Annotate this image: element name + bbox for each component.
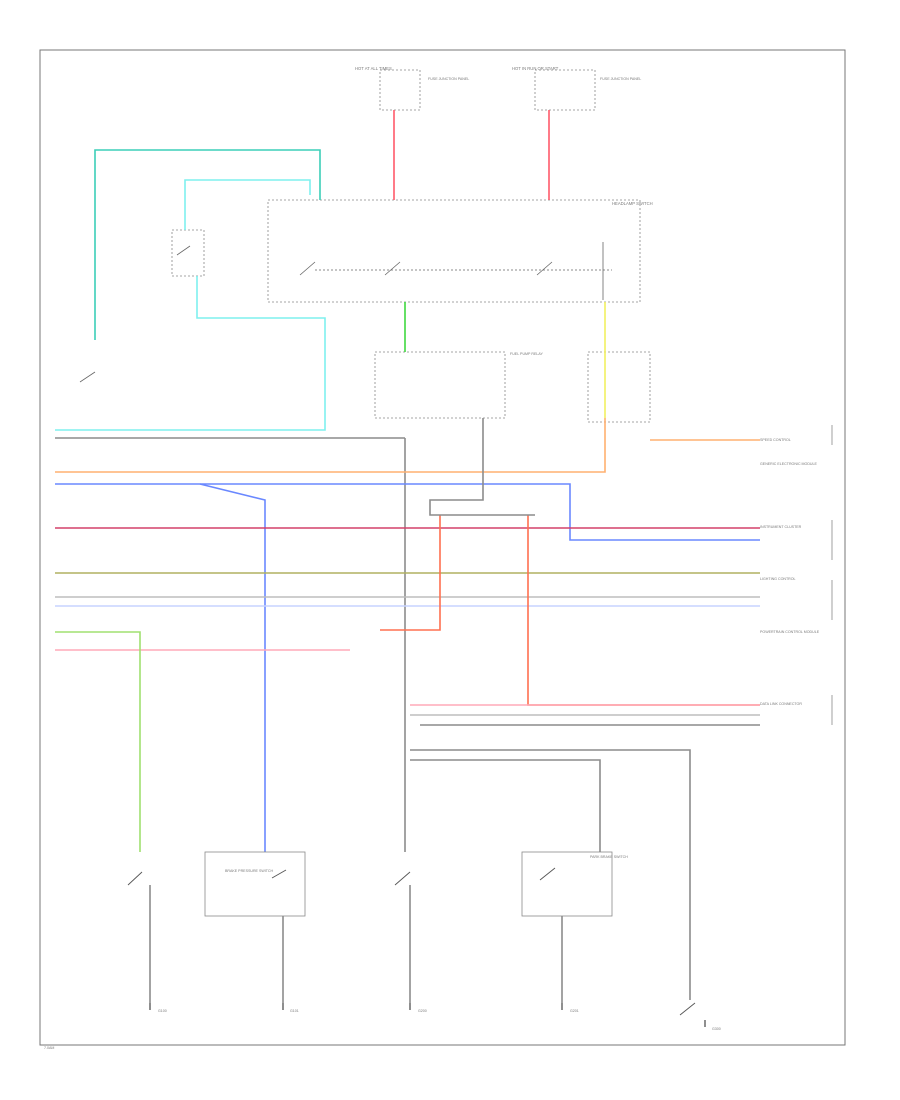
- ground-label-5: G300: [712, 1027, 721, 1031]
- fuse-label-2: HOT IN RUN OR START: [512, 66, 559, 71]
- ground-label-4: G201: [570, 1009, 579, 1013]
- right-label-1: SPEED CONTROL: [760, 438, 791, 442]
- wires: [55, 110, 760, 1003]
- park-switch-box: [521, 851, 613, 917]
- ground-label-1: G100: [158, 1009, 167, 1013]
- wire-cyan-loop: [55, 276, 326, 431]
- right-label-5: POWERTRAIN CONTROL MODULE: [760, 630, 820, 634]
- bottom-switches: [127, 867, 696, 1016]
- wire-tomato-2: [527, 515, 760, 706]
- fuse-box-2: [534, 69, 596, 111]
- right-label-3: INSTRUMENT CLUSTER: [760, 525, 802, 529]
- brake-switch-box: [204, 851, 306, 917]
- park-switch-label: PARK BRAKE SWITCH: [590, 855, 628, 859]
- relay-box: [374, 351, 506, 419]
- headlamp-switch-label: HEADLAMP SWITCH: [612, 201, 653, 206]
- wire-blue-2: [199, 483, 266, 852]
- ground-label-3: G200: [418, 1009, 427, 1013]
- fuse-box-1: [379, 69, 421, 111]
- ground-label-2: G101: [290, 1009, 299, 1013]
- headlamp-switch-contacts: [299, 242, 612, 300]
- wire-blue-1: [55, 483, 760, 541]
- diagram-frame: [39, 49, 846, 1046]
- top-fuse-labels: HOT AT ALL TIMES FUSE JUNCTION PANEL HOT…: [355, 66, 641, 81]
- light-sensor-box: [171, 229, 205, 277]
- grounds: G100 G101 G200 G201 G300: [149, 1003, 721, 1031]
- wire-orange: [55, 418, 606, 473]
- wire-center: [429, 418, 535, 516]
- right-label-6: DATA LINK CONNECTOR: [760, 702, 802, 706]
- wire-cyan-inner: [184, 179, 311, 230]
- fuse-desc-2: FUSE JUNCTION PANEL: [600, 77, 641, 81]
- fuse-label-1: HOT AT ALL TIMES: [355, 66, 392, 71]
- fuse-desc-1: FUSE JUNCTION PANEL: [428, 77, 469, 81]
- right-label-4: LIGHTING CONTROL: [760, 577, 796, 581]
- wire-tomato-1: [380, 515, 441, 631]
- brake-switch-label: BRAKE PRESSURE SWITCH: [225, 869, 274, 873]
- relay-label: FUEL PUMP RELAY: [510, 352, 543, 356]
- right-labels: SPEED CONTROL GENERIC ELECTRONIC MODULE …: [760, 438, 820, 706]
- page-code: 7.0AM: [44, 1046, 54, 1050]
- wire-teal-outer: [94, 149, 321, 340]
- headlamp-switch-box: [267, 199, 641, 303]
- light-sensor-contacts: [79, 245, 191, 383]
- wire-gray-5: [410, 759, 601, 852]
- right-fuse-box: [587, 351, 651, 423]
- right-label-2: GENERIC ELECTRONIC MODULE: [760, 462, 818, 466]
- wire-lime: [55, 631, 141, 852]
- wire-gray-6: [410, 749, 691, 1000]
